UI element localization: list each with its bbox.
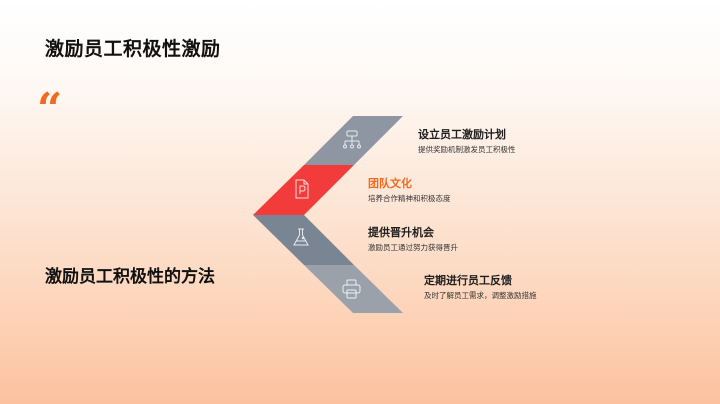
item-title: 提供晋升机会 — [368, 226, 434, 239]
chevron-segment-3[interactable] — [253, 215, 354, 265]
list-item: 提供晋升机会 激励员工通过努力获得晋升 — [368, 225, 458, 254]
chevron-segment-1[interactable] — [304, 116, 403, 165]
org-chart-icon — [343, 130, 361, 149]
item-description: 培养合作精神和积极态度 — [368, 194, 451, 203]
flask-icon — [293, 228, 309, 246]
chevron-segment-2[interactable] — [253, 165, 354, 215]
item-description: 激励员工通过努力获得晋升 — [368, 243, 458, 252]
slide-title: 激励员工积极性激励 — [45, 38, 221, 60]
item-description: 提供奖励机制激发员工积极性 — [418, 145, 516, 154]
item-description: 及时了解员工需求，调整激励措施 — [424, 291, 537, 300]
item-title: 团队文化 — [368, 177, 412, 190]
printer-icon — [342, 279, 361, 299]
list-item: 定期进行员工反馈 及时了解员工需求，调整激励措施 — [424, 273, 537, 302]
document-p-icon — [295, 179, 309, 199]
list-item: 设立员工激励计划 提供奖励机制激发员工积极性 — [418, 127, 516, 156]
item-title: 设立员工激励计划 — [418, 128, 506, 141]
list-item: 团队文化 培养合作精神和积极态度 — [368, 176, 451, 205]
quote-mark: “ — [37, 84, 63, 135]
section-title: 激励员工积极性的方法 — [45, 267, 215, 287]
chevron-segment-4[interactable] — [304, 265, 403, 313]
item-title: 定期进行员工反馈 — [424, 274, 512, 287]
